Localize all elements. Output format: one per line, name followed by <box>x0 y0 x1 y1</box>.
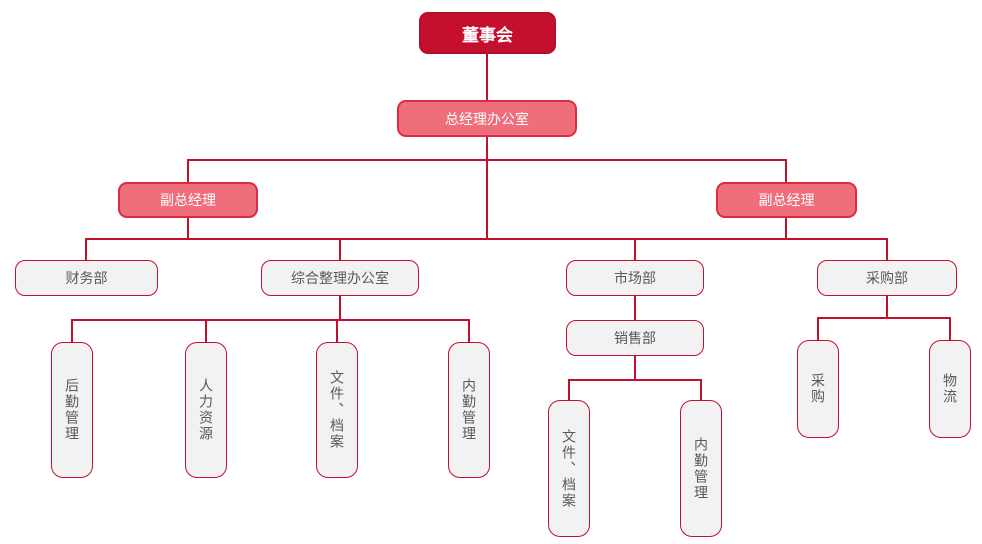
org-node-marketing-dept[interactable]: 市场部 <box>566 260 704 296</box>
connector-board-to-gm-office <box>486 54 488 100</box>
connector-gm-office-to-bus <box>486 137 488 240</box>
connector-purchasing-down <box>886 296 888 319</box>
org-node-purchasing-dept[interactable]: 采购部 <box>817 260 957 296</box>
org-node-purchasing-dept-label: 采购部 <box>866 270 908 286</box>
org-node-deputy-gm-left-label: 副总经理 <box>160 192 216 208</box>
org-node-finance-dept-label: 财务部 <box>65 270 108 286</box>
connector-bus-to-finance <box>85 239 87 260</box>
connector-to-internal-affairs-1 <box>468 320 470 342</box>
connector-marketing-to-sales <box>634 296 636 320</box>
connector-sales-spreader <box>568 379 702 381</box>
org-node-internal-affairs-2[interactable]: 内勤管理 <box>680 400 722 537</box>
connector-general-affairs-spreader <box>71 319 470 321</box>
connector-to-documents-archives-1 <box>336 320 338 342</box>
connector-bus-to-marketing <box>634 239 636 260</box>
org-node-documents-archives-2-label: 文件、档案 <box>561 428 577 509</box>
connector-purchasing-spreader <box>817 317 951 319</box>
org-node-logistics-management-label: 后勤管理 <box>64 378 80 442</box>
org-node-general-affairs-office-label: 综合整理办公室 <box>291 270 389 286</box>
connector-to-procurement <box>817 318 819 340</box>
connector-department-bus <box>85 238 888 240</box>
connector-to-logistics <box>949 318 951 340</box>
connector-deputy-right-to-bus <box>785 218 787 239</box>
connector-deputy-left-to-bus <box>187 218 189 239</box>
org-node-finance-dept[interactable]: 财务部 <box>15 260 158 296</box>
connector-to-logistics-management <box>71 320 73 342</box>
org-node-board-label: 董事会 <box>462 25 513 45</box>
org-node-deputy-gm-right[interactable]: 副总经理 <box>716 182 857 218</box>
connector-bus-to-purchasing <box>886 239 888 260</box>
org-node-human-resources[interactable]: 人力资源 <box>185 342 227 478</box>
org-node-gm-office[interactable]: 总经理办公室 <box>397 100 577 137</box>
connector-deputy-spreader <box>187 159 787 161</box>
org-node-documents-archives-1[interactable]: 文件、档案 <box>316 342 358 478</box>
org-node-deputy-gm-left[interactable]: 副总经理 <box>118 182 258 218</box>
connector-sales-down <box>634 356 636 381</box>
org-node-marketing-dept-label: 市场部 <box>614 270 656 286</box>
org-node-human-resources-label: 人力资源 <box>198 378 214 442</box>
connector-to-documents-archives-2 <box>568 380 570 400</box>
org-node-documents-archives-2[interactable]: 文件、档案 <box>548 400 590 537</box>
connector-to-deputy-right <box>785 159 787 182</box>
org-node-internal-affairs-2-label: 内勤管理 <box>693 436 709 501</box>
org-node-documents-archives-1-label: 文件、档案 <box>329 370 345 450</box>
org-node-procurement[interactable]: 采购 <box>797 340 839 438</box>
org-node-sales-dept[interactable]: 销售部 <box>566 320 704 356</box>
org-node-board[interactable]: 董事会 <box>419 12 556 54</box>
connector-to-human-resources <box>205 320 207 342</box>
connector-to-deputy-left <box>187 159 189 182</box>
org-node-deputy-gm-right-label: 副总经理 <box>758 192 815 208</box>
connector-bus-to-general-affairs <box>339 239 341 260</box>
org-node-logistics-management[interactable]: 后勤管理 <box>51 342 93 478</box>
org-node-procurement-label: 采购 <box>810 373 826 405</box>
org-node-logistics-label: 物流 <box>942 373 958 405</box>
connector-to-internal-affairs-2 <box>700 380 702 400</box>
org-node-internal-affairs-1-label: 内勤管理 <box>461 378 477 442</box>
org-node-logistics[interactable]: 物流 <box>929 340 971 438</box>
org-node-internal-affairs-1[interactable]: 内勤管理 <box>448 342 490 478</box>
org-node-general-affairs-office[interactable]: 综合整理办公室 <box>261 260 419 296</box>
connector-general-affairs-down <box>339 296 341 321</box>
org-node-sales-dept-label: 销售部 <box>614 330 656 346</box>
org-node-gm-office-label: 总经理办公室 <box>445 110 529 127</box>
